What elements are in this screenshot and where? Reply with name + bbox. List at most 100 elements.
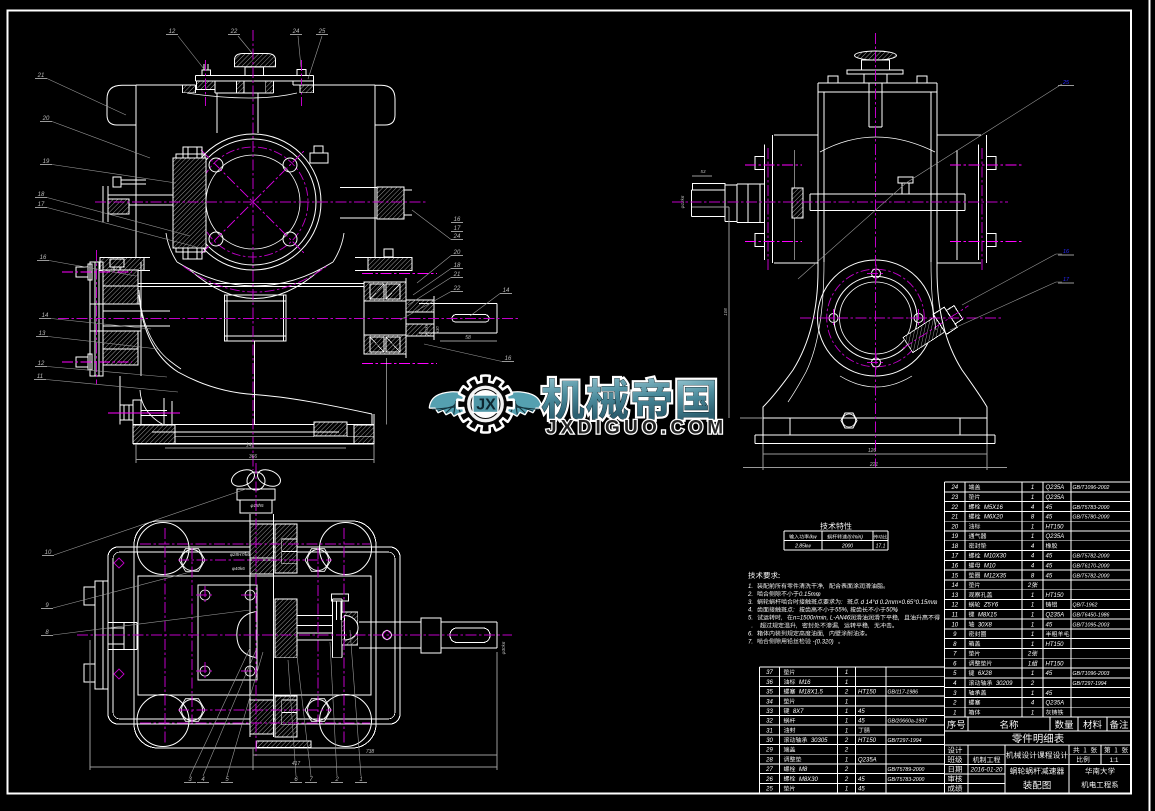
- svg-text:31: 31: [766, 728, 773, 734]
- svg-text:1: 1: [845, 728, 848, 734]
- svg-text:25: 25: [765, 787, 773, 793]
- svg-text:366: 366: [249, 454, 258, 460]
- svg-text:6: 6: [953, 661, 957, 667]
- svg-text:GB/T6450-1986: GB/T6450-1986: [1073, 613, 1110, 619]
- svg-text:37: 37: [766, 670, 773, 676]
- svg-text:23: 23: [950, 495, 958, 501]
- svg-text:Q235A: Q235A: [1046, 534, 1065, 540]
- svg-text:221: 221: [869, 462, 879, 468]
- svg-text:GB/T5783-2000: GB/T5783-2000: [1073, 505, 1110, 511]
- svg-text:GB/T1096-2002: GB/T1096-2002: [1073, 485, 1110, 491]
- svg-text:HT150: HT150: [1046, 642, 1065, 648]
- svg-text:36: 36: [766, 680, 773, 686]
- svg-text:Q235A: Q235A: [1046, 701, 1065, 707]
- svg-text:.: .: [748, 624, 755, 630]
- svg-text:20: 20: [42, 116, 50, 122]
- svg-text:45: 45: [858, 777, 865, 783]
- svg-text:1: 1: [1031, 534, 1034, 540]
- svg-text:4: 4: [953, 681, 957, 687]
- svg-text:6: 6: [294, 777, 298, 783]
- svg-text:17: 17: [1063, 277, 1070, 283]
- svg-text:24: 24: [292, 29, 300, 35]
- svg-text:M10X30: M10X30: [981, 554, 1007, 560]
- svg-text:Z5Y6: Z5Y6: [981, 603, 999, 609]
- svg-text:12: 12: [951, 603, 958, 609]
- svg-text:35: 35: [766, 690, 773, 696]
- svg-text:GB/T5783-2000: GB/T5783-2000: [888, 777, 925, 783]
- svg-text:16: 16: [454, 217, 461, 223]
- svg-text:7: 7: [309, 777, 313, 783]
- svg-text:2.85kw: 2.85kw: [794, 544, 811, 550]
- svg-text:,: ,: [781, 616, 784, 622]
- svg-text:45: 45: [1046, 671, 1053, 677]
- svg-text:14: 14: [951, 583, 958, 589]
- svg-text:417: 417: [292, 761, 301, 767]
- svg-text:29: 29: [765, 748, 773, 754]
- svg-text:Q235A: Q235A: [1046, 613, 1065, 619]
- svg-text:2张: 2张: [1027, 651, 1038, 658]
- svg-text:108: 108: [723, 308, 728, 316]
- svg-text:GB/T297-1994: GB/T297-1994: [888, 738, 922, 744]
- svg-text:5.: 5.: [748, 616, 755, 622]
- svg-text:45: 45: [1046, 554, 1053, 560]
- svg-text:2.: 2.: [747, 592, 755, 598]
- svg-text:HT150: HT150: [858, 690, 877, 696]
- svg-text:1: 1: [1031, 632, 1034, 638]
- svg-text:GB/T5789-2000: GB/T5789-2000: [888, 767, 925, 773]
- svg-text:6X28: 6X28: [975, 671, 993, 677]
- svg-text:GB/T297-1994: GB/T297-1994: [1073, 681, 1107, 687]
- svg-text:21: 21: [950, 515, 958, 521]
- svg-text:30305: 30305: [808, 738, 829, 744]
- svg-text:20: 20: [950, 524, 958, 530]
- svg-text:M8X15: M8X15: [975, 613, 998, 619]
- svg-text:53: 53: [700, 169, 706, 174]
- svg-text:HT150: HT150: [1046, 661, 1065, 667]
- svg-text:φ18h5: φ18h5: [251, 503, 264, 508]
- svg-text:7: 7: [953, 652, 957, 658]
- svg-text:34: 34: [766, 699, 773, 705]
- svg-text:HT150: HT150: [1046, 593, 1065, 599]
- svg-text:738: 738: [366, 749, 375, 755]
- svg-text:GB/T1096-2003: GB/T1096-2003: [1073, 671, 1110, 677]
- svg-text:45: 45: [1046, 505, 1053, 511]
- svg-text:3.: 3.: [748, 600, 755, 606]
- svg-text:Q235A: Q235A: [1046, 495, 1065, 501]
- svg-text:1: 1: [1031, 671, 1034, 677]
- svg-text:1: 1: [845, 709, 848, 715]
- svg-text:8: 8: [1031, 573, 1035, 579]
- svg-text:10: 10: [45, 550, 52, 556]
- svg-text::: :: [793, 608, 796, 614]
- svg-text:19: 19: [951, 534, 958, 540]
- svg-text:18: 18: [454, 263, 461, 269]
- svg-text:2: 2: [952, 701, 957, 707]
- svg-text:1组: 1组: [1028, 659, 1038, 667]
- svg-text:25: 25: [1062, 80, 1070, 86]
- svg-text:1: 1: [953, 710, 956, 716]
- svg-text:58: 58: [465, 335, 471, 341]
- svg-text:21: 21: [37, 73, 45, 79]
- svg-text:2张: 2张: [1027, 582, 1038, 589]
- svg-text:1: 1: [845, 680, 848, 686]
- svg-text:21: 21: [453, 272, 461, 278]
- svg-text:45: 45: [1046, 573, 1053, 579]
- svg-text:φ30k6: φ30k6: [501, 641, 506, 654]
- svg-text:126: 126: [868, 448, 877, 454]
- svg-text:M18X1.5: M18X1.5: [796, 690, 824, 696]
- svg-text:GB/T1095-2003: GB/T1095-2003: [1073, 622, 1110, 628]
- svg-text:45: 45: [1046, 515, 1053, 521]
- svg-text:20: 20: [453, 250, 461, 256]
- svg-text:/kw: /kw: [808, 535, 817, 541]
- svg-text:15: 15: [951, 573, 958, 579]
- svg-text::: :: [841, 600, 844, 606]
- svg-text:14: 14: [503, 288, 510, 294]
- svg-text:5: 5: [225, 777, 229, 783]
- svg-text:8X7: 8X7: [790, 709, 805, 715]
- svg-text:4: 4: [1031, 554, 1035, 560]
- svg-text:1: 1: [1031, 603, 1034, 609]
- svg-text:2: 2: [334, 777, 339, 783]
- svg-text:19: 19: [43, 159, 50, 165]
- svg-text:8: 8: [45, 630, 49, 636]
- svg-text:24: 24: [453, 234, 461, 240]
- svg-text:1: 1: [1031, 710, 1034, 716]
- svg-text:GB/T5782-2000: GB/T5782-2000: [1073, 554, 1110, 560]
